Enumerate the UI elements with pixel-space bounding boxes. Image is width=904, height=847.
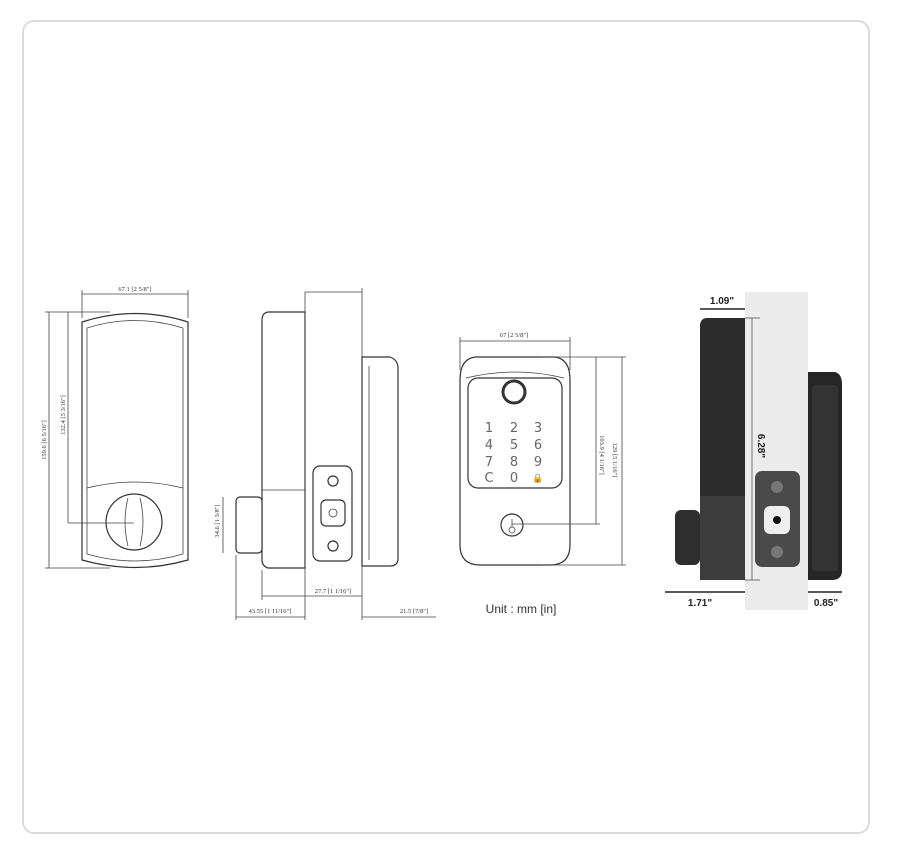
side-view: 34.6 [1 3/8"] 27.7 [1 1/16"] 43.55 [1 11… xyxy=(214,288,436,620)
key-5: 5 xyxy=(510,438,518,453)
front-height-label: 159.6 [6 5/16"] xyxy=(41,420,48,460)
key-3: 3 xyxy=(534,421,542,436)
key-7: 7 xyxy=(485,455,493,470)
exterior-depth-label: 21.5 [7/8"] xyxy=(400,608,428,615)
photo-height-label: 6.28" xyxy=(755,434,766,458)
key-6: 6 xyxy=(534,438,542,453)
key-4: 4 xyxy=(485,438,493,453)
key-2: 2 xyxy=(510,421,518,436)
key-8: 8 xyxy=(510,455,518,470)
photo-side-view: 1.09" 6.28" 1.71" 0.85" xyxy=(665,292,842,610)
key-1: 1 xyxy=(485,421,493,436)
photo-bottom-left-label: 1.71" xyxy=(688,598,712,609)
keypad-height-label: 129 [5 1/16"] xyxy=(611,443,618,478)
unit-label: Unit : mm [in] xyxy=(486,602,557,616)
front-width-label: 67.1 [2 5/8"] xyxy=(118,286,151,293)
keypad-width-label: 67 [2 5/8"] xyxy=(500,332,528,339)
key-9: 9 xyxy=(534,455,542,470)
knob-height-label: 132.4 [5 3/16"] xyxy=(60,395,67,435)
total-interior-label: 43.55 [1 11/16"] xyxy=(249,608,292,615)
keypad-keys: 1 2 3 4 5 6 7 8 9 C 0 🔒 xyxy=(484,421,543,486)
photo-thumbturn xyxy=(675,510,700,565)
fingerprint-sensor xyxy=(501,379,527,405)
front-view: 67.1 [2 5/8"] 159.6 [6 5/16"] 132.4 [5 3… xyxy=(41,286,189,569)
photo-bottom-right-label: 0.85" xyxy=(814,598,838,609)
keyhole-height-label: 103.9 [4 1/16"] xyxy=(598,435,605,475)
key-0: 0 xyxy=(510,471,518,486)
thumbturn-knob xyxy=(105,493,163,551)
thumbturn xyxy=(235,496,263,554)
keypad-view: 1 2 3 4 5 6 7 8 9 C 0 🔒 67 [2 5/8"] 103.… xyxy=(459,332,626,616)
key-clear: C xyxy=(484,471,493,486)
interior-depth-label: 27.7 [1 1/16"] xyxy=(315,588,351,595)
thumbturn-height-label: 34.6 [1 3/8"] xyxy=(214,504,221,537)
key-lock-icon: 🔒 xyxy=(532,473,543,484)
photo-top-label: 1.09" xyxy=(710,296,734,307)
